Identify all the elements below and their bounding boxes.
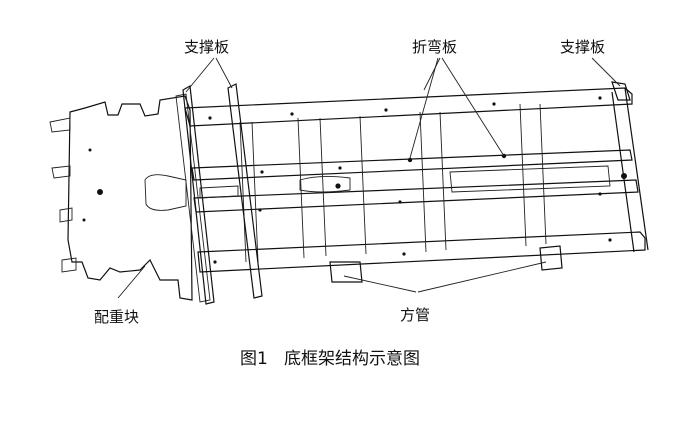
leader-lines	[117, 57, 621, 299]
label-square-tube: 方管	[400, 306, 430, 324]
label-bent-plate: 折弯板	[412, 38, 457, 56]
label-support-plate-right: 支撑板	[560, 38, 605, 56]
label-counterweight: 配重块	[94, 308, 139, 326]
label-support-plate-left: 支撑板	[184, 38, 229, 56]
figure-caption: 图1 底框架结构示意图	[240, 349, 420, 369]
bolt-holes	[208, 96, 627, 264]
counterweight-block	[49, 93, 211, 303]
support-plates	[182, 81, 631, 305]
main-frame	[184, 87, 649, 273]
